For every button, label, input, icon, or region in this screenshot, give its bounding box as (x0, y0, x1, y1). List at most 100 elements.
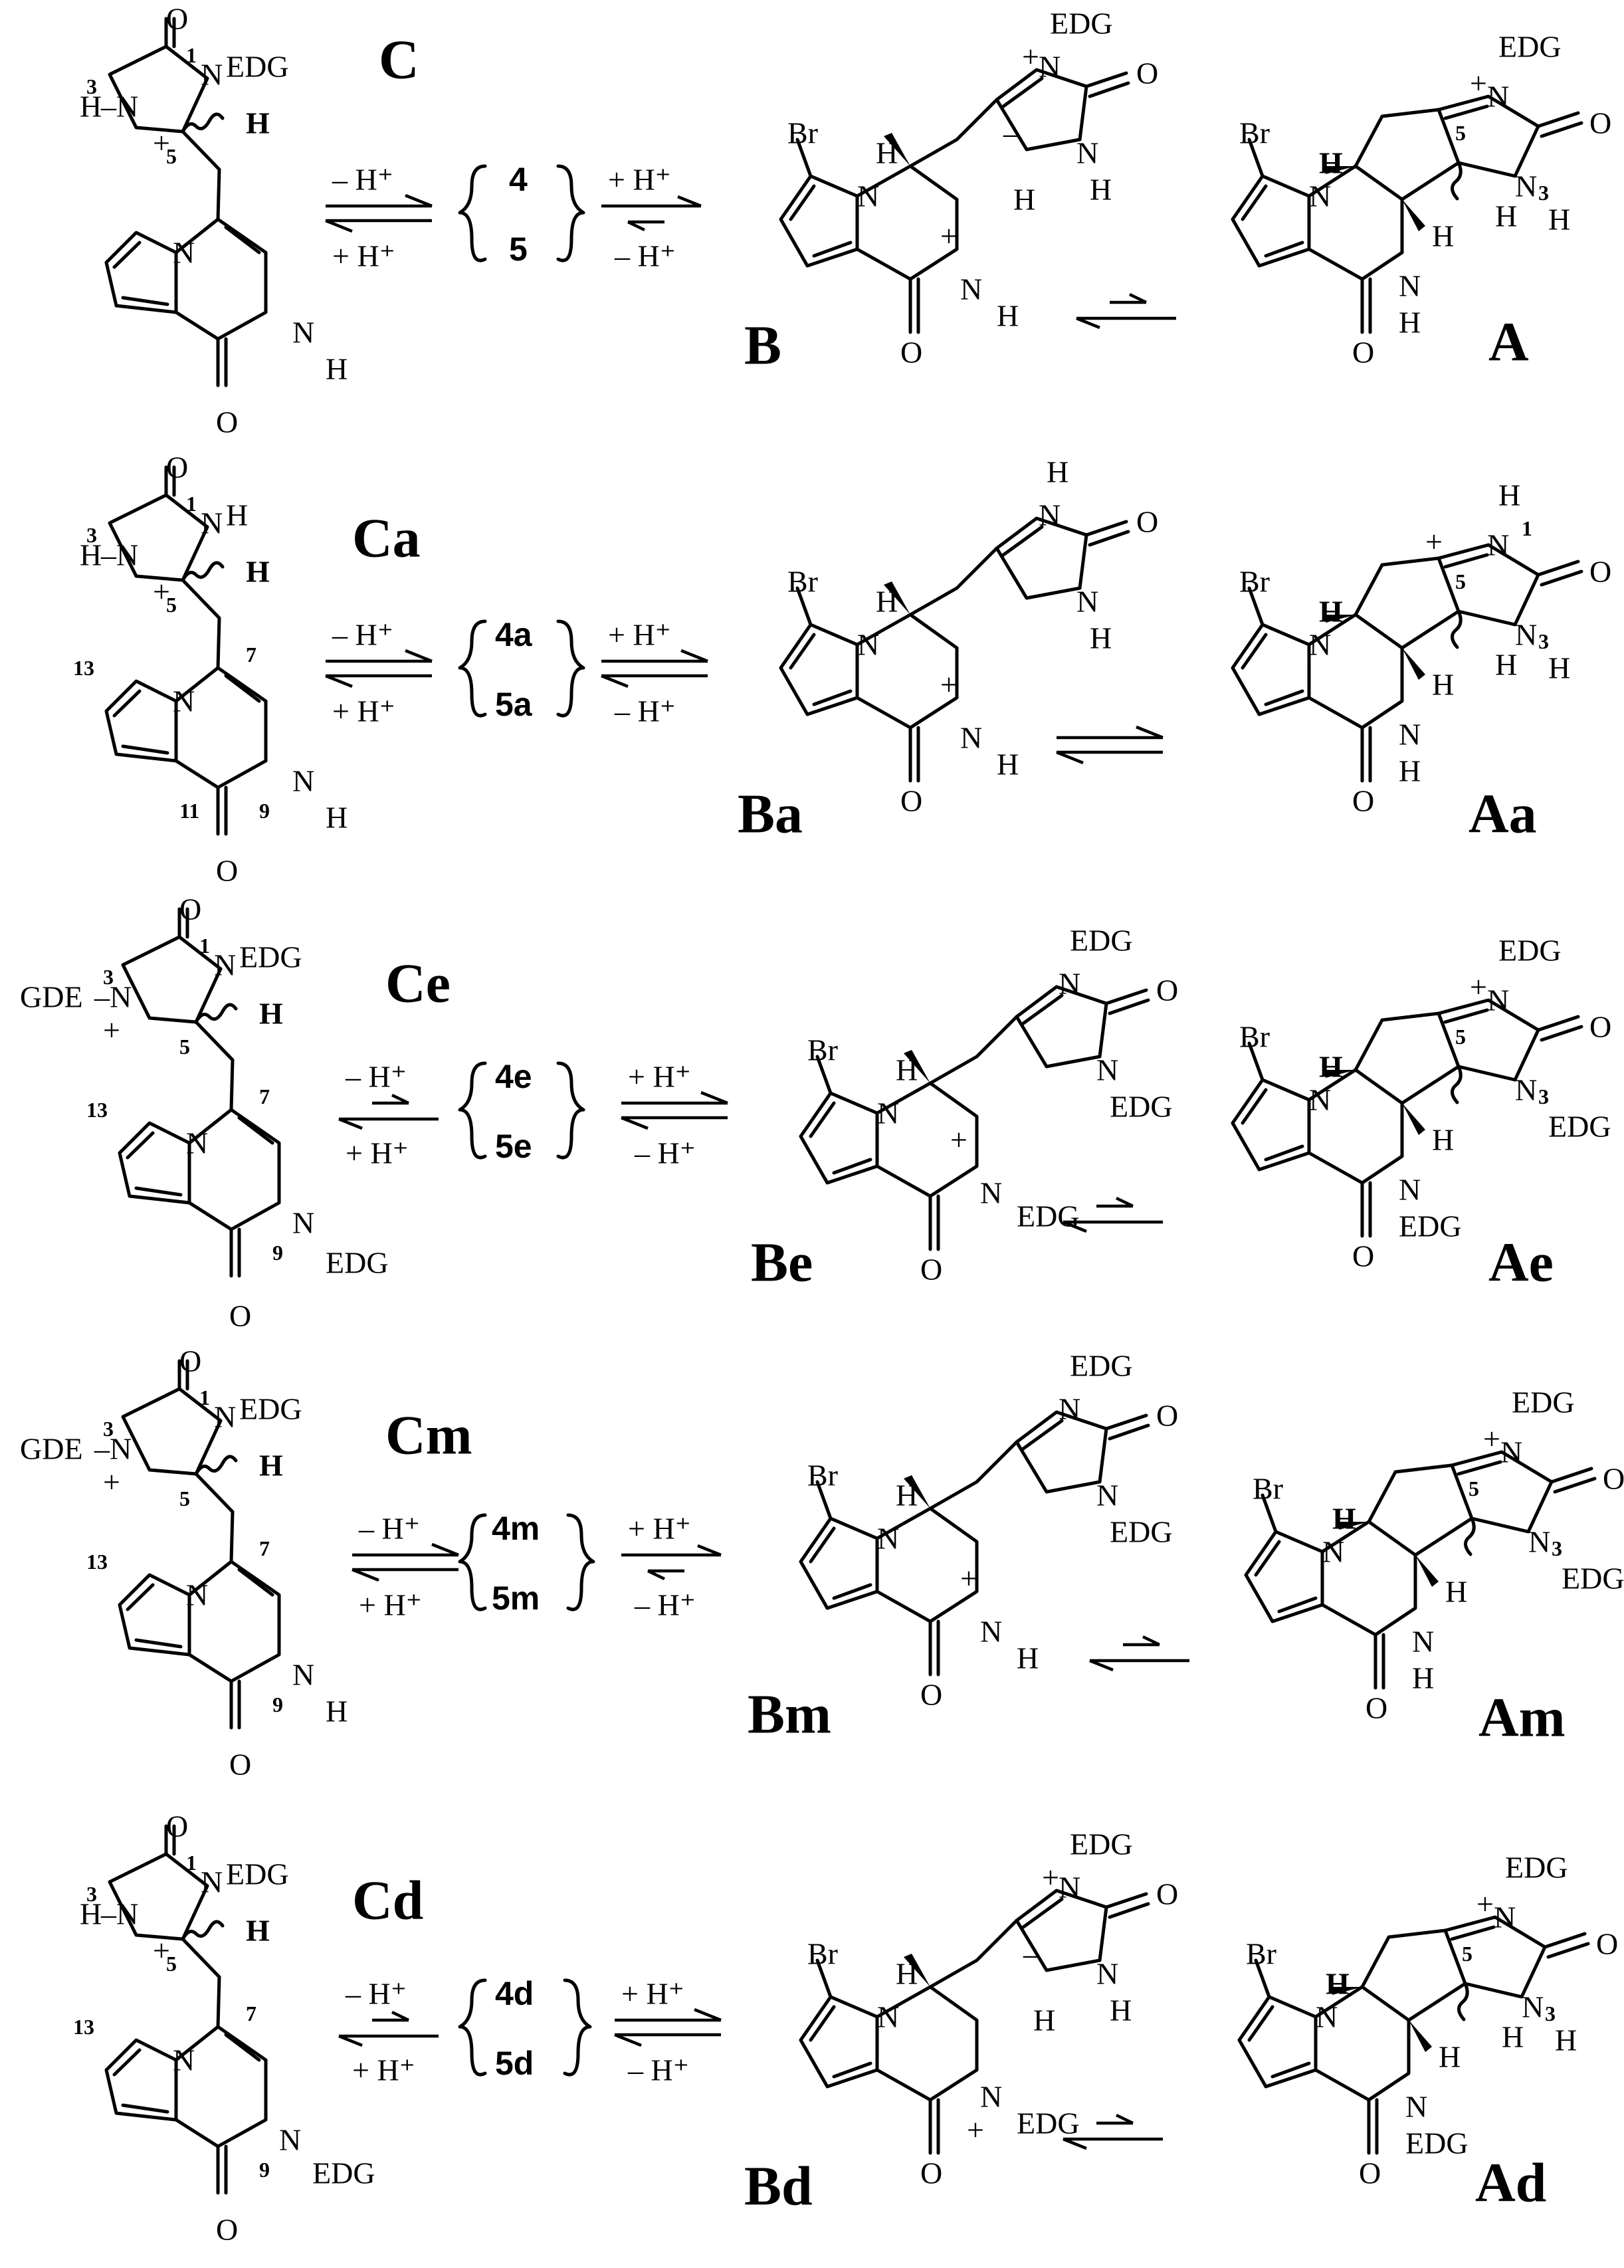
svg-text:O: O (179, 892, 201, 926)
svg-text:+: + (967, 2113, 984, 2147)
svg-text:O: O (1589, 1010, 1611, 1044)
svg-text:+ H⁺: + H⁺ (628, 1512, 691, 1546)
bromine: Br (1239, 116, 1270, 150)
svg-text:H: H (1090, 621, 1112, 655)
label-Bd: Bd (744, 2156, 813, 2217)
svg-text:5: 5 (1469, 1477, 1479, 1500)
svg-text:13: 13 (86, 1098, 108, 1122)
svg-text:N: N (1039, 50, 1061, 84)
svg-text:N: N (201, 1865, 223, 1899)
reagent-fwd1: – H⁺ (332, 163, 393, 197)
compound-Cm: O 1 N EDG 3 GDE –N + H 5 7 13 N 9 N H O (20, 1344, 348, 1782)
svg-text:N: N (857, 179, 879, 213)
svg-text:O: O (216, 854, 238, 888)
svg-text:5m: 5m (492, 1580, 540, 1617)
reagent-back2: – H⁺ (614, 239, 676, 273)
svg-text:H: H (1439, 2040, 1461, 2074)
svg-text:N: N (1059, 1392, 1080, 1426)
label-Ba: Ba (738, 783, 803, 845)
reagent-back1: + H⁺ (332, 239, 395, 273)
label-Bm: Bm (748, 1684, 831, 1746)
compound-Ba: Br N H + N H O N H O N H (781, 455, 1158, 818)
reagent-fwd2: + H⁺ (608, 163, 671, 197)
svg-text:EDG: EDG (1548, 1110, 1611, 1144)
svg-text:O: O (920, 2156, 942, 2190)
svg-text:N: N (877, 2000, 899, 2034)
svg-text:N: N (186, 1126, 208, 1160)
svg-text:EDG: EDG (1505, 1851, 1568, 1885)
row-1: O 1 N EDG 3 H –N + H 5 N N H O C – H⁺ + … (80, 2, 1611, 439)
svg-text:O: O (920, 1253, 942, 1287)
svg-text:EDG: EDG (326, 1246, 389, 1280)
svg-text:N: N (1412, 1625, 1434, 1659)
svg-text:1: 1 (186, 1851, 197, 1875)
svg-text:7: 7 (259, 1084, 270, 1108)
compound-Ae: Br N H 5 N + EDG O 3 N EDG H N EDG O (1233, 934, 1611, 1273)
svg-text:– H⁺: – H⁺ (345, 1060, 407, 1094)
svg-text:1: 1 (199, 934, 210, 958)
svg-text:N: N (292, 1206, 314, 1240)
svg-text:N: N (1076, 136, 1098, 170)
svg-text:H: H (1399, 754, 1421, 788)
compound-Bm: Br N H + N H O N EDG O N EDG (801, 1349, 1178, 1712)
svg-text:5: 5 (1455, 121, 1466, 145)
svg-text:5: 5 (179, 1035, 190, 1059)
svg-text:9: 9 (272, 1693, 283, 1716)
svg-text:H: H (1319, 595, 1343, 629)
svg-text:N: N (960, 272, 982, 306)
svg-text:4m: 4m (492, 1510, 540, 1547)
svg-text:N: N (1096, 1957, 1118, 1991)
svg-text:N: N (214, 1400, 236, 1434)
svg-text:7: 7 (246, 643, 256, 667)
arrow-C-to-4 (326, 195, 432, 231)
label-B: B (744, 315, 781, 377)
svg-text:N: N (292, 1658, 314, 1692)
svg-text:O: O (216, 2213, 238, 2247)
svg-text:O: O (229, 1748, 251, 1782)
svg-text:H: H (326, 1695, 348, 1728)
svg-text:–N: –N (100, 1897, 138, 1931)
svg-text:EDG: EDG (1399, 1209, 1462, 1243)
row-2: O 1 N H 3 H –N + H 5 7 13 N 11 9 N H O C… (73, 451, 1611, 888)
svg-text:N: N (1500, 1435, 1522, 1469)
svg-text:GDE: GDE (20, 1432, 83, 1466)
svg-text:H: H (259, 997, 283, 1031)
svg-text:H: H (1498, 478, 1520, 512)
svg-text:N: N (877, 1096, 899, 1130)
svg-text:O: O (1136, 56, 1158, 90)
svg-text:13: 13 (86, 1550, 108, 1574)
svg-text:H: H (1319, 1050, 1343, 1084)
svg-text:N: N (1096, 1053, 1118, 1087)
svg-text:O: O (900, 784, 922, 818)
svg-text:O: O (1596, 1927, 1618, 1961)
svg-text:+: + (940, 219, 958, 253)
n9-substituent: H (326, 352, 348, 386)
svg-text:N: N (186, 1578, 208, 1612)
label-Ce: Ce (385, 953, 451, 1015)
svg-text:H: H (876, 585, 898, 619)
svg-text:+: + (1470, 970, 1487, 1004)
label-Aa: Aa (1469, 783, 1537, 845)
svg-text:EDG: EDG (239, 1392, 302, 1426)
svg-text:+: + (153, 1934, 170, 1968)
svg-text:N: N (1076, 585, 1098, 619)
svg-text:EDG: EDG (1110, 1515, 1173, 1549)
svg-text:N: N (1494, 1901, 1516, 1934)
bromine: Br (787, 116, 818, 150)
svg-text:EDG: EDG (1512, 1386, 1575, 1419)
imid-n3: H (1090, 173, 1112, 207)
svg-text:+ H⁺: + H⁺ (352, 2053, 415, 2087)
svg-text:H: H (876, 136, 898, 170)
svg-text:EDG: EDG (1070, 1827, 1133, 1861)
svg-text:H: H (1319, 146, 1343, 180)
svg-text:1: 1 (186, 43, 197, 67)
svg-text:N: N (1399, 269, 1421, 303)
svg-text:+ H⁺: + H⁺ (608, 618, 671, 652)
n9-substituent: H (326, 801, 348, 835)
svg-text:N: N (1399, 718, 1421, 752)
svg-text:+: + (960, 1562, 977, 1596)
svg-text:EDG: EDG (1498, 934, 1562, 968)
svg-text:N: N (980, 2080, 1002, 2114)
svg-text:–N: –N (100, 90, 138, 124)
